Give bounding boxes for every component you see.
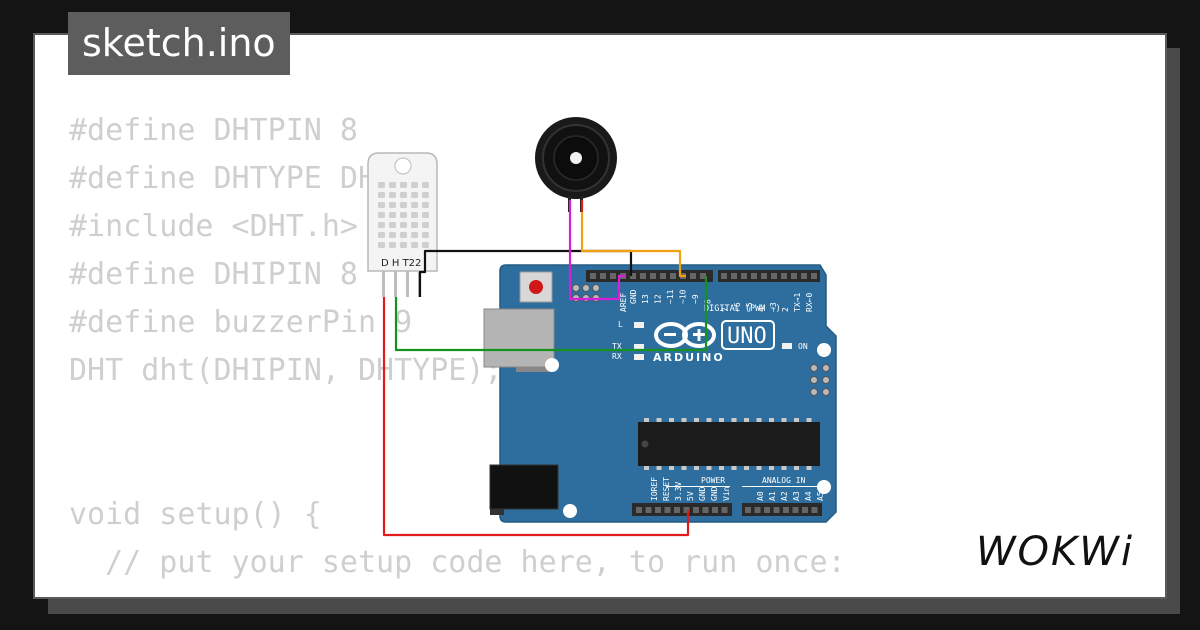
- led-rx: [634, 354, 644, 360]
- power-pin-label-1: RESET: [662, 477, 671, 501]
- reset-button-cap[interactable]: [529, 280, 543, 294]
- sensor-grille: [378, 182, 429, 248]
- digital-pin-label-0: 13: [641, 294, 650, 304]
- analog-pin-label-5: A5: [816, 491, 825, 501]
- analog-pin-label-2: A2: [780, 491, 789, 501]
- atmega-chip: [638, 422, 820, 466]
- tx-label: TX: [612, 342, 622, 351]
- digital-pin-label-b-0: 7: [721, 307, 730, 312]
- power-pin-label-2: 3.3V: [674, 482, 683, 501]
- analog-pin-label-0: A0: [756, 491, 765, 501]
- power-pin-label-0: IOREF: [650, 477, 659, 501]
- brand-label: ARDUINO: [653, 351, 725, 364]
- code-line: #define buzzerPin 9: [69, 305, 413, 340]
- digital-pin-label-b-6: TX→1: [793, 293, 802, 312]
- usb-port: [483, 308, 555, 368]
- code-line: void setup() {: [69, 497, 322, 532]
- digital-pin-label-2: ~11: [666, 289, 675, 304]
- power-label: POWER: [701, 476, 725, 485]
- power-pin-label-4: GND: [698, 486, 707, 501]
- analog-pin-label-3: A3: [792, 491, 801, 501]
- code-line: DHT dht(DHIPIN, DHTYPE);: [69, 353, 503, 388]
- arduino-logo-icon: [654, 322, 716, 348]
- code-line: // put your setup code here, to run once…: [69, 545, 846, 580]
- digital-pin-label-3: ~10: [679, 289, 688, 304]
- arduino-uno-board[interactable]: UNO ARDUINO DIGITAL (PWM ~) AREF GND 13 1…: [483, 264, 837, 523]
- code-line: Serial.begin(9600);: [69, 587, 846, 597]
- aref-label: AREF: [619, 293, 628, 312]
- digital-pin-label-b-4: ~3: [769, 302, 778, 312]
- wires: [382, 200, 708, 537]
- digital-pin-label-b-1: ~6: [733, 302, 742, 312]
- digital-pin-label-5: 8: [704, 299, 713, 304]
- code-line: #define DHTPIN 8: [69, 113, 358, 148]
- wire-red-5v: [382, 297, 690, 537]
- wire-green-data: [394, 276, 708, 352]
- led-l: [634, 322, 644, 328]
- led-on: [782, 343, 792, 349]
- digital-pin-label-4: ~9: [691, 294, 700, 304]
- buzzer[interactable]: [535, 117, 617, 212]
- analog-label: ANALOG IN: [762, 476, 806, 485]
- code-line: #define DHIPIN 8: [69, 257, 358, 292]
- power-pin-label-3: 5V: [686, 491, 695, 501]
- rx-label: RX: [612, 352, 622, 361]
- digital-pin-label-b-7: RX←0: [805, 293, 814, 312]
- wokwi-logo: WOKWi: [976, 529, 1134, 575]
- file-title-tab[interactable]: sketch.ino: [68, 12, 290, 75]
- on-label: ON: [798, 342, 808, 351]
- dht22-sensor[interactable]: D H T22: [367, 152, 438, 297]
- l-label: L: [618, 320, 623, 329]
- power-pin-label-5: GND: [710, 486, 719, 501]
- digital-pin-label-b-3: 4: [757, 307, 766, 312]
- digital-pin-label-1: 12: [654, 294, 663, 304]
- power-jack: [489, 464, 559, 510]
- gnd-label: GND: [629, 289, 638, 304]
- digital-pin-label-b-2: ~5: [745, 302, 754, 312]
- model-label: UNO: [727, 324, 767, 349]
- wire-magenta-buzzer: [568, 200, 626, 301]
- power-pin-label-6: Vin: [722, 486, 731, 501]
- wire-black-gnd: [418, 249, 633, 297]
- analog-pin-label-1: A1: [768, 491, 777, 501]
- digital-label: DIGITAL (PWM ~): [704, 304, 781, 314]
- dht-label: D H T22: [381, 258, 421, 269]
- led-tx: [634, 344, 644, 350]
- code-line: #include <DHT.h>: [69, 209, 358, 244]
- analog-pin-label-4: A4: [804, 491, 813, 501]
- wire-orange-buzzer: [580, 212, 686, 278]
- digital-pin-label-b-5: 2: [781, 307, 790, 312]
